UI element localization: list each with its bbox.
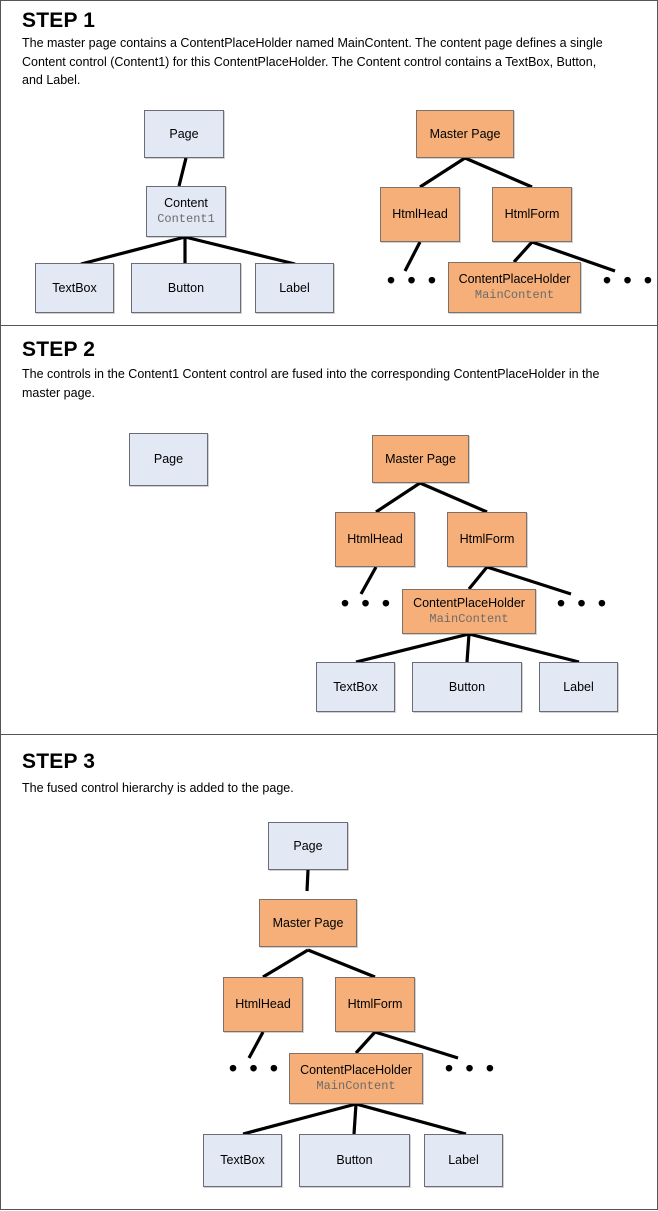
step-1-ellipsis-left: • • • <box>387 267 439 293</box>
node-label: ContentPlaceHolder <box>300 1063 412 1077</box>
step-2-connectors <box>355 481 580 664</box>
node-label: Label <box>279 280 310 295</box>
node-label: Master Page <box>272 915 344 930</box>
node-label: TextBox <box>52 280 97 295</box>
node-label: HtmlHead <box>235 997 291 1011</box>
step-1-node-button[interactable]: Button <box>131 263 241 313</box>
step-2-node-label[interactable]: Label <box>539 662 618 712</box>
step-2-description: The controls in the Content1 Content con… <box>22 367 600 400</box>
step-1-connectors <box>80 156 616 273</box>
step-1-node-htmlhead[interactable]: HtmlHead <box>380 187 460 242</box>
node-label: Page <box>293 838 323 853</box>
step-2-node-contentplaceholder[interactable]: ContentPlaceHolder MainContent <box>402 589 536 634</box>
step-3-node-master-page[interactable]: Master Page <box>259 899 357 947</box>
node-sublabel: MainContent <box>474 288 555 302</box>
node-label: HtmlForm <box>347 997 403 1011</box>
node-label: Master Page <box>385 451 456 466</box>
step-1-node-content[interactable]: Content Content1 <box>146 186 226 237</box>
node-label: Page <box>169 126 199 141</box>
step-1-node-htmlform[interactable]: HtmlForm <box>492 187 572 242</box>
node-sublabel: MainContent <box>429 612 509 626</box>
step-1-node-label[interactable]: Label <box>255 263 334 313</box>
step-1-title: STEP 1 <box>22 9 96 32</box>
step-3-ellipsis-right: • • • <box>445 1055 497 1081</box>
node-label: ContentPlaceHolder <box>413 596 525 610</box>
node-label: TextBox <box>333 679 378 694</box>
step-3-node-page[interactable]: Page <box>268 822 348 870</box>
step-2-section: STEP 2 The controls in the Content1 Cont… <box>1 326 658 734</box>
node-label: Content <box>164 196 208 210</box>
node-label: Master Page <box>429 126 501 141</box>
step-2-ellipsis-left: • • • <box>341 590 393 616</box>
step-2-node-button[interactable]: Button <box>412 662 522 712</box>
step-3-node-contentplaceholder[interactable]: ContentPlaceHolder MainContent <box>289 1053 423 1104</box>
step-3-node-htmlhead[interactable]: HtmlHead <box>223 977 303 1032</box>
node-label: HtmlHead <box>392 207 448 221</box>
step-3-ellipsis-left: • • • <box>229 1055 281 1081</box>
step-3-node-label[interactable]: Label <box>424 1134 503 1187</box>
step-1-ellipsis-right: • • • <box>603 267 655 293</box>
node-label: Label <box>563 679 594 694</box>
step-3-section: STEP 3 The fused control hierarchy is ad… <box>1 735 658 1211</box>
step-3-connectors <box>242 869 467 1136</box>
step-3-description: The fused control hierarchy is added to … <box>22 781 294 795</box>
node-label: HtmlForm <box>459 532 515 546</box>
node-label: HtmlForm <box>504 207 560 221</box>
node-sublabel: MainContent <box>316 1079 396 1093</box>
node-label: Label <box>448 1153 479 1167</box>
node-label: Page <box>153 452 184 466</box>
node-label: Button <box>336 1153 373 1167</box>
section-divider-1 <box>1 325 658 326</box>
step-3-node-button[interactable]: Button <box>299 1134 410 1187</box>
node-label: TextBox <box>220 1153 265 1167</box>
node-label: Button <box>167 280 205 295</box>
step-3-node-htmlform[interactable]: HtmlForm <box>335 977 415 1032</box>
step-2-title: STEP 2 <box>22 338 96 361</box>
step-3-node-textbox[interactable]: TextBox <box>203 1134 282 1187</box>
step-2-node-page[interactable]: Page <box>129 433 208 486</box>
step-2-node-master-page[interactable]: Master Page <box>372 435 469 483</box>
step-3-title: STEP 3 <box>22 750 96 773</box>
node-sublabel: Content1 <box>157 212 215 226</box>
step-1-description: The master page contains a ContentPlaceH… <box>22 36 603 87</box>
step-1-node-contentplaceholder[interactable]: ContentPlaceHolder MainContent <box>448 262 581 313</box>
node-label: ContentPlaceHolder <box>458 272 571 286</box>
step-2-node-textbox[interactable]: TextBox <box>316 662 395 712</box>
node-label: HtmlHead <box>347 532 403 546</box>
step-1-node-textbox[interactable]: TextBox <box>35 263 114 313</box>
step-1-node-page[interactable]: Page <box>144 110 224 158</box>
node-label: Button <box>448 679 486 694</box>
step-2-node-htmlform[interactable]: HtmlForm <box>447 512 527 567</box>
step-1-section: STEP 1 The master page contains a Conten… <box>1 1 658 325</box>
step-2-node-htmlhead[interactable]: HtmlHead <box>335 512 415 567</box>
step-1-node-master-page[interactable]: Master Page <box>416 110 514 158</box>
step-2-ellipsis-right: • • • <box>557 590 609 616</box>
section-divider-2 <box>1 734 658 735</box>
